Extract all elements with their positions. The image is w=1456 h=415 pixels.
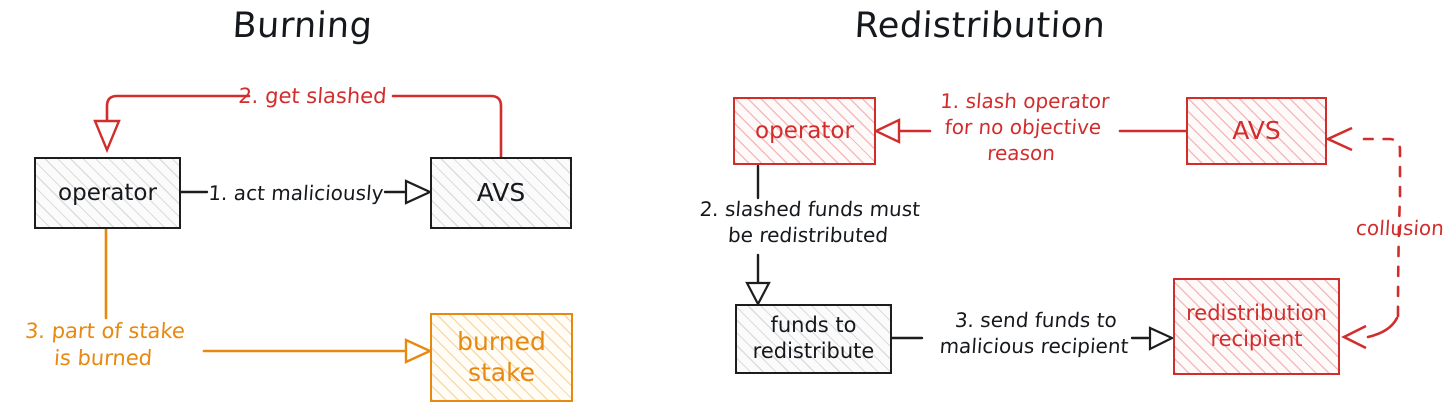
edge-label-get-slashed: 2. get slashed [237, 84, 388, 108]
node-burned-stake-label: burned stake [457, 327, 546, 387]
panel-redistribution: Redistribution operator AVS [699, 0, 1456, 415]
arrowhead-collusion-bottom [1341, 324, 1367, 350]
edge-get-slashed-right-segment [391, 94, 503, 159]
node-redistribution-recipient[interactable]: redistribution recipient [1173, 278, 1340, 375]
arrowhead-collusion-top [1324, 126, 1353, 152]
node-funds-to-redistribute[interactable]: funds to redistribute [735, 304, 892, 374]
panel-burning-title: Burning [231, 6, 374, 46]
node-avs-burning[interactable]: AVS [430, 157, 572, 229]
panel-burning: Burning operator AVS burned stake 1. act… [0, 0, 700, 415]
node-operator-redistribution-label: operator [755, 117, 854, 144]
node-operator-burning-label: operator [58, 179, 157, 206]
edge-label-part-of-stake-is-burned: 3. part of stake is burned [24, 319, 186, 371]
node-burned-stake[interactable]: burned stake [430, 313, 573, 402]
arrowhead-slashed-funds [745, 281, 771, 307]
arrowhead-slash-operator [873, 118, 901, 144]
node-operator-redistribution[interactable]: operator [733, 97, 876, 165]
edge-label-send-funds: 3. send funds to malicious recipient [938, 308, 1130, 358]
node-redistribution-recipient-label: redistribution recipient [1186, 300, 1327, 351]
panel-redistribution-title: Redistribution [853, 6, 1107, 46]
edge-label-act-maliciously: 1. act maliciously [207, 181, 385, 205]
arrowhead-get-slashed [93, 119, 121, 154]
edge-label-slashed-funds: 2. slashed funds must be redistributed [698, 197, 921, 247]
node-avs-redistribution[interactable]: AVS [1186, 97, 1327, 165]
edge-collusion-lower-hook [1366, 316, 1399, 339]
edge-label-slash-operator: 1. slash operator for no objective reaso… [939, 89, 1111, 165]
node-operator-burning[interactable]: operator [34, 157, 181, 229]
node-avs-redistribution-label: AVS [1232, 115, 1281, 145]
arrowhead-act-maliciously [404, 179, 433, 205]
node-funds-to-redistribute-label: funds to redistribute [752, 313, 875, 363]
arrowhead-part-of-stake [404, 338, 433, 364]
node-avs-burning-label: AVS [476, 177, 526, 207]
edge-label-collusion: collusion [1355, 216, 1445, 240]
